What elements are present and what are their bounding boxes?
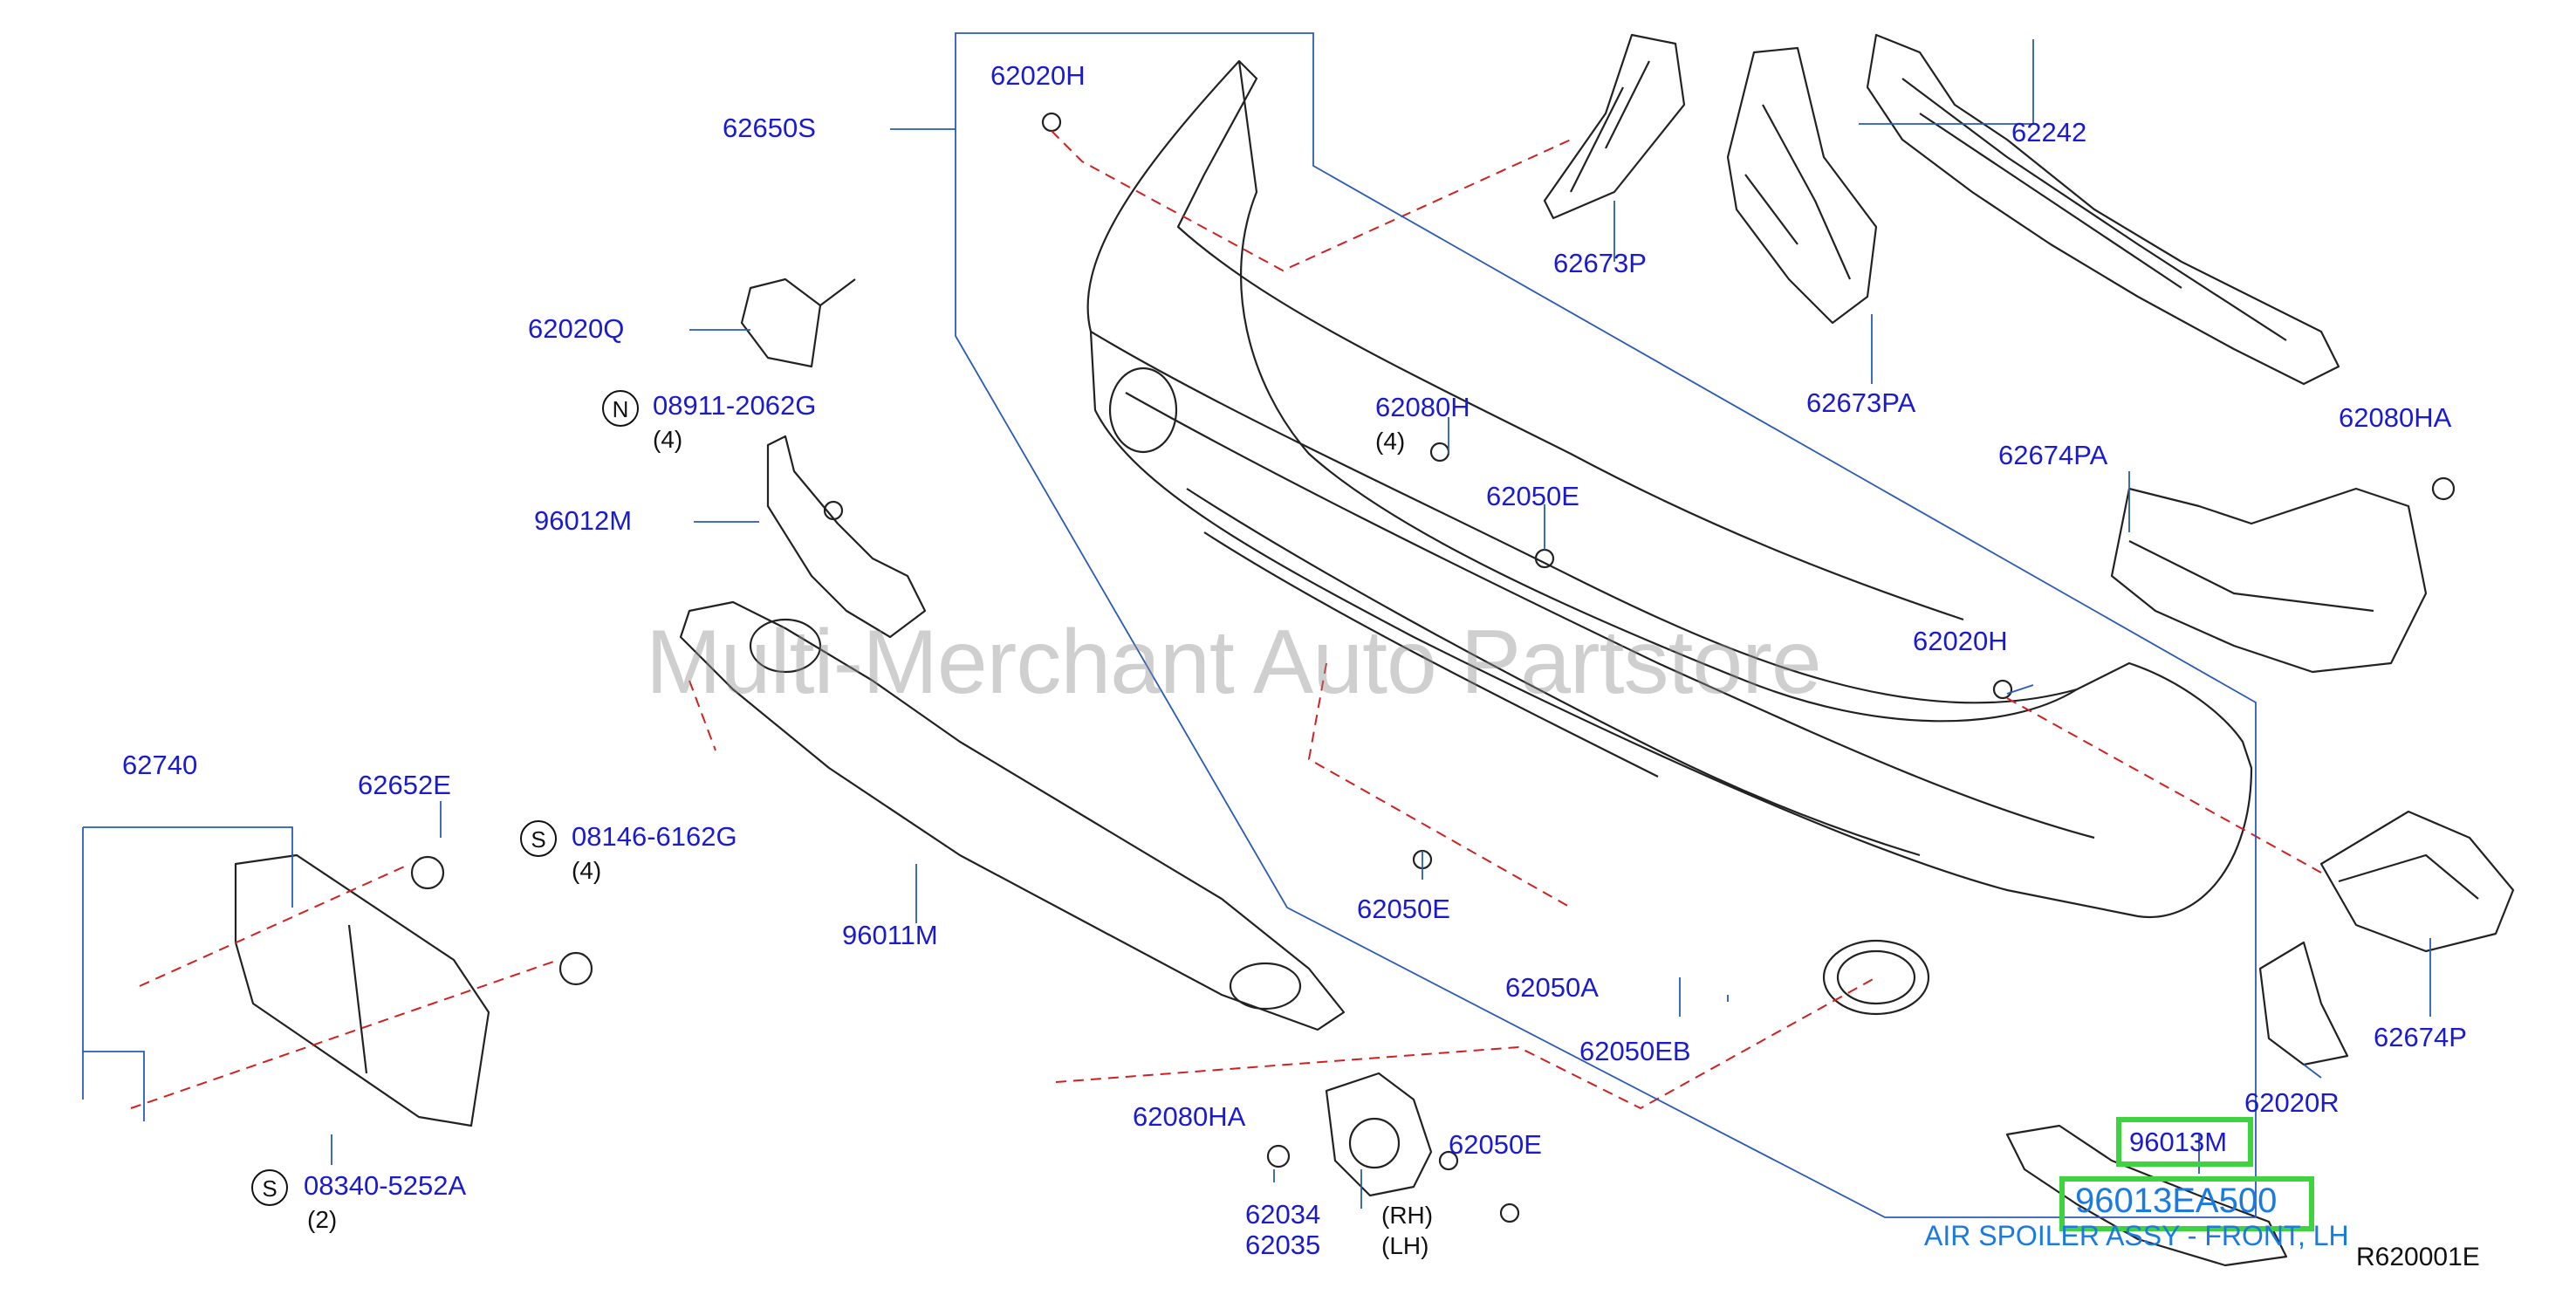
- bumper-fascia: [1086, 59, 2253, 919]
- reinforcement-62242: [1866, 33, 2340, 386]
- bumper-lower-grille: [1186, 488, 1921, 857]
- label-62650s[interactable]: 62650S: [723, 113, 816, 143]
- label-08340-5252a[interactable]: 08340-5252A: [304, 1170, 467, 1201]
- part-description: AIR SPOILER ASSY - FRONT, LH: [1924, 1220, 2349, 1251]
- diagram-code: R620001E: [2356, 1243, 2480, 1271]
- symbol-s-08146: S: [520, 820, 557, 857]
- label-62020q[interactable]: 62020Q: [528, 313, 625, 344]
- bracket-96012m: [766, 435, 927, 639]
- label-62652e[interactable]: 62652E: [358, 770, 451, 800]
- label-62035[interactable]: 62035: [1245, 1230, 1321, 1260]
- label-62080h[interactable]: 62080H: [1375, 392, 1470, 422]
- cover-62020q: [740, 278, 822, 368]
- license-plate-bracket-62740: [234, 853, 490, 1127]
- label-62050e-bottom[interactable]: 62050E: [1449, 1129, 1542, 1160]
- label-62050a[interactable]: 62050A: [1505, 972, 1599, 1003]
- label-08911-2062g[interactable]: 08911-2062G: [653, 390, 817, 421]
- reinforcement-96011m: [679, 600, 1346, 1031]
- qty-08911: (4): [653, 426, 683, 453]
- label-62740[interactable]: 62740: [122, 750, 198, 780]
- mud-flap-62020r: [2258, 941, 2349, 1066]
- bracket-62673p: [1543, 33, 1686, 220]
- label-62673p[interactable]: 62673P: [1553, 248, 1647, 278]
- side-lh: (LH): [1381, 1232, 1429, 1259]
- qty-08146: (4): [572, 857, 602, 884]
- label-62673pa[interactable]: 62673PA: [1806, 387, 1916, 418]
- label-96013m[interactable]: 96013M: [2129, 1127, 2228, 1157]
- fog-lamp: [1325, 1072, 1433, 1197]
- qty-62080h: (4): [1375, 428, 1406, 455]
- bracket-62674pa: [2110, 487, 2428, 674]
- label-62050eb[interactable]: 62050EB: [1579, 1036, 1691, 1066]
- label-62050e-mid[interactable]: 62050E: [1486, 481, 1579, 511]
- label-96013ea500[interactable]: 96013EA500: [2075, 1182, 2278, 1220]
- label-62674p[interactable]: 62674P: [2374, 1022, 2467, 1052]
- label-62034[interactable]: 62034: [1245, 1199, 1321, 1230]
- symbol-s-08340: S: [251, 1169, 288, 1206]
- label-62020h-right[interactable]: 62020H: [1913, 626, 2008, 656]
- label-96012m[interactable]: 96012M: [534, 505, 633, 536]
- label-62674pa[interactable]: 62674PA: [1998, 440, 2108, 470]
- highlight-96013ea500: [2059, 1176, 2314, 1231]
- side-rh: (RH): [1381, 1202, 1434, 1229]
- watermark: Multi-Merchant Auto Partstore: [646, 612, 1822, 713]
- label-62020r[interactable]: 62020R: [2244, 1087, 2340, 1118]
- bracket-62673pa: [1726, 46, 1878, 325]
- label-62020h-top[interactable]: 62020H: [990, 60, 1086, 91]
- label-62080ha-low[interactable]: 62080HA: [1133, 1101, 1246, 1132]
- symbol-n: N: [602, 390, 639, 427]
- qty-08340: (2): [307, 1206, 338, 1233]
- label-08146-6162g[interactable]: 08146-6162G: [572, 821, 737, 852]
- highlight-96013m: [2116, 1117, 2253, 1167]
- label-62080ha-right[interactable]: 62080HA: [2339, 402, 2452, 433]
- label-62242[interactable]: 62242: [2011, 117, 2087, 147]
- leader-62650s: [890, 32, 2257, 1218]
- bracket-62674p: [2319, 810, 2515, 953]
- label-62050e-low[interactable]: 62050E: [1357, 894, 1450, 924]
- label-96011m[interactable]: 96011M: [842, 920, 938, 950]
